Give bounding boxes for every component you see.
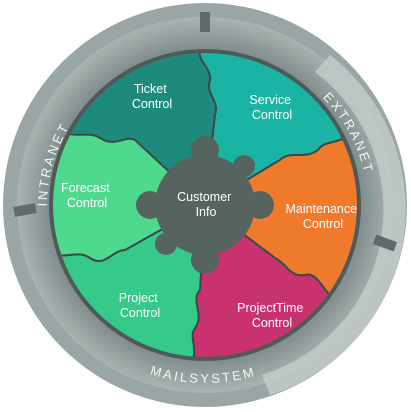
ring-separator bbox=[200, 12, 210, 32]
service-label: Service Control bbox=[249, 93, 294, 122]
bright-arc bbox=[262, 55, 406, 395]
ticket-label: Ticket Control bbox=[132, 82, 172, 111]
customer-info-label: Customer Info bbox=[177, 190, 235, 219]
ring-separator bbox=[13, 203, 37, 217]
ring-separator bbox=[372, 234, 398, 252]
projecttime-label: ProjectTime Control bbox=[237, 301, 307, 330]
maintenance-label: Maintenance Control bbox=[285, 202, 360, 231]
piece-forecast-control[interactable] bbox=[42, 128, 207, 262]
project-label: Project Control bbox=[119, 291, 161, 320]
center-piece[interactable] bbox=[136, 136, 274, 274]
forecast-label: Forecast Control bbox=[61, 181, 113, 210]
